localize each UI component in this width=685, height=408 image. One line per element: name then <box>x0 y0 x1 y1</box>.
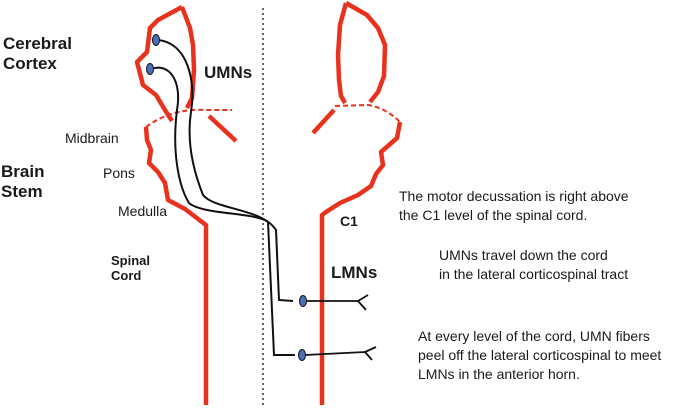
umn-cell-body-lower <box>146 63 154 75</box>
spinal-cord-label: Spinal Cord <box>111 253 151 284</box>
tract-note: UMNs travel down the cord in the lateral… <box>439 246 628 284</box>
lmn-axon-upper <box>306 294 369 311</box>
decussation-note-line1: The motor decussation is right above <box>399 188 629 204</box>
tract-note-line2: in the lateral corticospinal tract <box>439 265 629 282</box>
right-midbrain-tick <box>311 108 336 135</box>
c1-label: C1 <box>340 213 358 229</box>
umns-label: UMNs <box>204 63 253 82</box>
right-cortex-left-edge <box>335 2 349 105</box>
left-midbrain-tick <box>207 114 238 143</box>
anterior-horn-note-line1: At every level of the cord, UMN fibers <box>418 328 650 344</box>
anterior-horn-note-line2: peel off the lateral corticospinal to me… <box>418 346 662 363</box>
left-cortex-right-edge <box>179 6 197 110</box>
pons-label: Pons <box>103 165 135 181</box>
lmn-cell-body-lower <box>298 349 306 361</box>
right-midbrain-cut <box>334 103 401 123</box>
brain-stem-label-line2: Stem <box>1 181 43 201</box>
right-brainstem-outline <box>319 121 403 405</box>
left-brainstem-outline <box>143 126 209 405</box>
umn-cell-body-upper <box>152 34 160 46</box>
lmn-cell-body-upper <box>299 295 307 307</box>
decussation-note: The motor decussation is right above the… <box>399 187 629 225</box>
midbrain-label: Midbrain <box>65 130 119 146</box>
medulla-label: Medulla <box>118 203 168 219</box>
brain-stem-label: Brain Stem <box>1 162 44 201</box>
anterior-horn-note: At every level of the cord, UMN fibers p… <box>418 327 661 384</box>
spinal-cord-label-line2: Cord <box>111 267 142 283</box>
cerebral-cortex-label-line1: Cerebral <box>3 34 72 53</box>
spinal-cord-label-line1: Spinal <box>111 253 151 268</box>
tract-note-line1: UMNs travel down the cord <box>439 247 608 263</box>
anterior-horn-note-line3: LMNs in the anterior horn. <box>418 365 580 382</box>
umn-fiber-upper <box>156 39 294 302</box>
lmn-axon-lower <box>304 346 377 361</box>
left-cortex-outline <box>134 5 184 123</box>
right-cortex-outline <box>344 1 388 104</box>
umn-fiber-lower <box>150 66 295 356</box>
brain-stem-label-line1: Brain <box>1 162 45 181</box>
decussation-note-line2: the C1 level of the spinal cord. <box>399 206 588 223</box>
cerebral-cortex-label: Cerebral Cortex <box>3 34 72 73</box>
lmns-label: LMNs <box>331 263 378 282</box>
cerebral-cortex-label-line2: Cortex <box>3 53 57 73</box>
